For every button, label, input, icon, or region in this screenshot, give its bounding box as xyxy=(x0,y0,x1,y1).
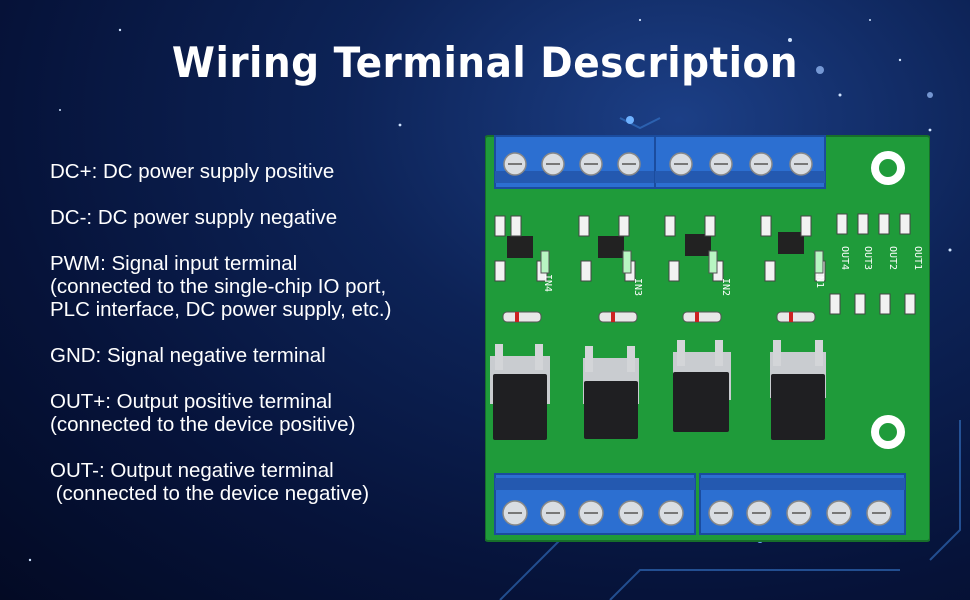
desc-dc-plus: DC+: DC power supply positive xyxy=(50,160,335,183)
label-out3: OUT3 xyxy=(862,246,873,270)
label-out2: OUT2 xyxy=(887,246,898,270)
page-title: Wiring Terminal Description xyxy=(171,38,799,87)
mounting-hole-top xyxy=(871,151,905,185)
label-in3: IN3 xyxy=(632,278,643,296)
terminal-description-list: DC+: DC power supply positive DC-: DC po… xyxy=(50,160,470,528)
desc-out-plus: OUT+: Output positive terminal(connected… xyxy=(50,390,356,436)
label-out1: OUT1 xyxy=(912,246,923,270)
label-in4: IN4 xyxy=(542,274,553,292)
label-in1: IN1 xyxy=(814,270,825,288)
desc-pwm: PWM: Signal input terminal(connected to … xyxy=(50,252,392,321)
label-in2: IN2 xyxy=(720,278,731,296)
desc-gnd: GND: Signal negative terminal xyxy=(50,344,326,367)
label-out4: OUT4 xyxy=(839,246,850,270)
desc-out-minus: OUT-: Output negative terminal (connecte… xyxy=(50,459,370,505)
mosfet-components xyxy=(490,340,826,440)
pcb-module-photo: IN4 IN3 IN2 IN1 OUT4 OUT3 OUT2 OUT1 xyxy=(485,135,930,542)
mounting-hole-bottom xyxy=(871,415,905,449)
desc-dc-minus: DC-: DC power supply negative xyxy=(50,206,338,229)
